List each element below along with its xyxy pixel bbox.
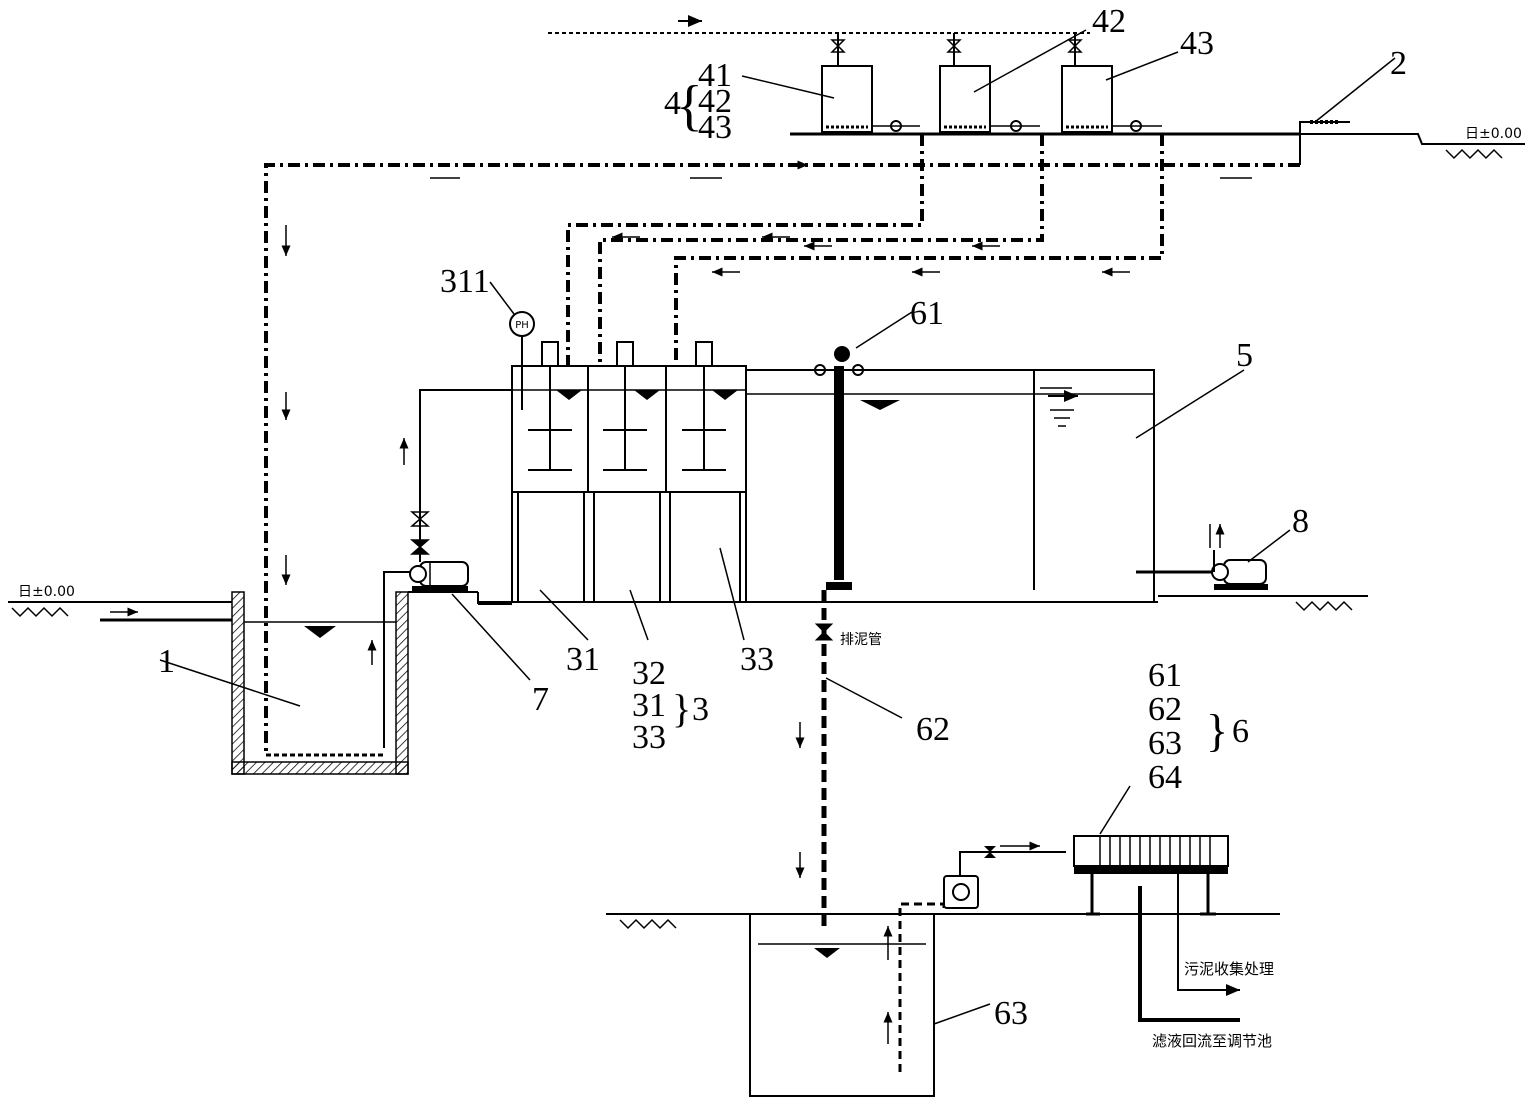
inlet-pipe-2 <box>1299 57 1440 165</box>
ground-label-left: 日±0.00 <box>18 584 75 600</box>
label-4: 4 <box>664 85 681 122</box>
top-supply-line <box>548 15 1090 66</box>
label-3: 3 <box>692 691 709 728</box>
label-42: 42 <box>698 83 732 120</box>
filtrate-return-label: 滤液回流至调节池 <box>1152 1032 1272 1050</box>
label-33: 33 <box>740 641 774 678</box>
label-6: 6 <box>1232 713 1249 750</box>
label-43-top: 43 <box>1180 25 1214 62</box>
label-group6-62: 62 <box>1148 691 1182 728</box>
pump-7 <box>408 389 531 681</box>
dosing-leaders <box>741 29 1179 99</box>
label-group3-33: 33 <box>632 719 666 756</box>
label-group6-63: 63 <box>1148 725 1182 762</box>
label-8: 8 <box>1292 503 1309 540</box>
dosing-tanks <box>790 65 1300 136</box>
ground-left: 日±0.00 <box>8 584 232 618</box>
flow-arrows <box>281 160 1130 665</box>
ph-meter-311: PH <box>489 281 535 410</box>
label-43: 43 <box>698 109 732 146</box>
label-group6-64: 64 <box>1148 759 1182 796</box>
dosing-tank-43 <box>1061 65 1113 133</box>
ground-label-right: 日±0.00 <box>1465 126 1522 142</box>
label-311: 311 <box>440 263 490 300</box>
brace-6: } <box>1206 705 1228 756</box>
dosing-tank-41 <box>821 65 873 133</box>
main-dashdot-pipe <box>264 134 1300 755</box>
label-group3-32: 32 <box>632 655 666 692</box>
number-labels: 41 42 43 4 { 42 43 2 311 61 5 8 1 7 31 3… <box>158 3 1407 1032</box>
label-5: 5 <box>1236 337 1253 374</box>
brace-3: } <box>672 686 691 731</box>
ph-text: PH <box>515 320 529 331</box>
ground-right-top: 日±0.00 <box>1440 126 1525 160</box>
label-42-top: 42 <box>1092 3 1126 40</box>
label-group3-31: 31 <box>632 687 666 724</box>
label-63: 63 <box>994 995 1028 1032</box>
dosing-pumps <box>826 120 1162 132</box>
settling-tank-5 <box>745 369 1245 603</box>
label-group6-61: 61 <box>1148 657 1182 694</box>
dosing-tank-42 <box>939 65 991 133</box>
reaction-tanks <box>478 341 1158 641</box>
label-41: 41 <box>698 57 732 94</box>
regulating-pool-1 <box>100 571 410 775</box>
brace-4: { <box>676 75 703 137</box>
label-7: 7 <box>532 681 549 718</box>
label-61-top: 61 <box>910 295 944 332</box>
label-2: 2 <box>1390 45 1407 82</box>
label-1: 1 <box>158 643 175 680</box>
sludge-pipe-62: 排泥管 <box>795 590 903 926</box>
label-31: 31 <box>566 641 600 678</box>
sludge-pump-61 <box>800 311 913 590</box>
pump-8 <box>1136 524 1368 612</box>
valve-text: 排泥管 <box>840 632 882 648</box>
label-62-leader: 62 <box>916 711 950 748</box>
sludge-disposal-label: 污泥收集处理 <box>1184 960 1274 978</box>
filter-press-64: 污泥收集处理 滤液回流至调节池 <box>943 785 1274 1050</box>
